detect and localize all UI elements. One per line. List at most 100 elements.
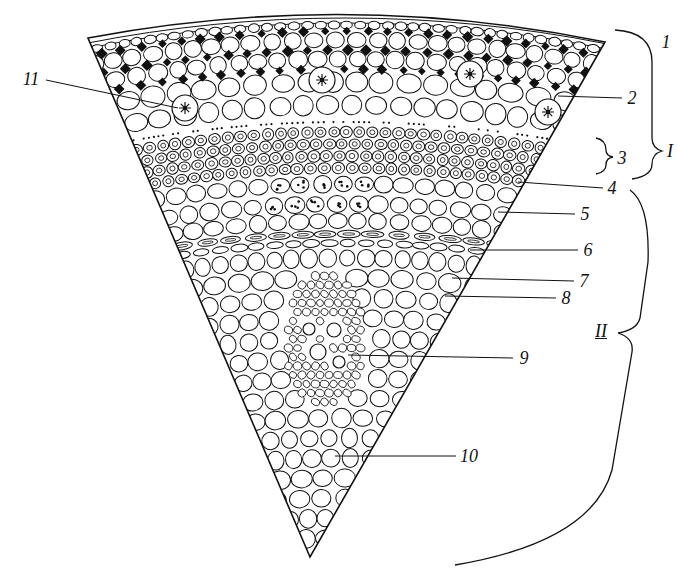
cell	[273, 155, 279, 160]
cell	[547, 159, 553, 164]
wall-thickening	[60, 56, 70, 66]
cell	[342, 281, 351, 288]
cell	[438, 273, 462, 294]
callout-number: 10	[459, 447, 479, 465]
granule	[281, 123, 283, 125]
cell	[160, 143, 165, 148]
cell	[329, 398, 338, 407]
crystal-star	[542, 106, 554, 118]
cell	[317, 509, 334, 527]
cell	[236, 146, 242, 151]
cell	[414, 232, 435, 241]
cell	[248, 54, 267, 70]
cell	[200, 170, 214, 183]
cell	[282, 152, 293, 164]
cell	[339, 142, 344, 146]
cell	[587, 43, 600, 53]
cell	[333, 280, 343, 291]
cell	[210, 149, 216, 154]
cell	[337, 154, 342, 159]
cell	[355, 21, 366, 29]
cell	[433, 24, 445, 33]
cell	[484, 102, 507, 126]
cell	[310, 344, 326, 360]
cell	[301, 360, 312, 371]
cell	[302, 307, 312, 317]
granule	[358, 121, 360, 123]
cell	[193, 248, 209, 257]
cell	[481, 149, 487, 154]
cell	[248, 179, 268, 196]
cell	[132, 159, 138, 165]
cell	[251, 133, 257, 138]
wall-thickening	[564, 65, 573, 74]
cell	[424, 165, 436, 177]
cell	[468, 247, 485, 255]
granule	[337, 202, 340, 205]
cell	[222, 160, 228, 165]
cell	[239, 333, 258, 352]
granule	[332, 121, 334, 123]
cell	[319, 271, 329, 280]
cell	[252, 372, 272, 391]
cell	[460, 100, 485, 122]
cell	[297, 233, 309, 236]
wall-thickening	[340, 65, 348, 73]
cell	[451, 144, 464, 155]
cell	[406, 52, 425, 70]
granule	[317, 205, 320, 208]
cell	[376, 166, 382, 171]
cell	[347, 33, 366, 48]
cell	[287, 410, 309, 429]
cell	[361, 151, 373, 161]
cell	[364, 154, 369, 159]
wall-thickening	[541, 42, 550, 51]
cell	[231, 243, 249, 252]
granule	[408, 123, 410, 125]
wall-thickening	[501, 35, 512, 46]
cell	[350, 370, 361, 381]
cell	[479, 173, 485, 179]
cell	[346, 324, 357, 335]
cell	[428, 252, 447, 272]
cell	[462, 237, 484, 246]
cell	[221, 200, 243, 219]
cell	[272, 74, 295, 93]
cell	[447, 134, 453, 140]
cell	[329, 127, 340, 137]
cell	[328, 270, 340, 282]
cell	[375, 250, 393, 267]
cell	[234, 131, 247, 143]
cell	[259, 311, 280, 331]
cell	[271, 371, 291, 389]
cell	[391, 270, 414, 289]
granule	[260, 124, 262, 126]
callout-number: 6	[583, 241, 594, 259]
cell	[127, 185, 133, 191]
cell	[400, 140, 412, 151]
cell	[290, 177, 309, 194]
cell	[305, 298, 316, 308]
cell	[440, 157, 445, 162]
callout-number: I	[666, 142, 674, 160]
cell	[323, 139, 336, 149]
cell	[117, 159, 130, 171]
cell	[194, 147, 207, 159]
crystal-star	[464, 68, 476, 80]
cell	[269, 152, 282, 164]
cell	[504, 164, 509, 170]
cell	[232, 143, 245, 154]
granule	[192, 130, 194, 132]
granule	[177, 132, 179, 134]
cell	[197, 238, 218, 248]
granule	[576, 143, 578, 145]
wall-thickening	[158, 39, 167, 48]
cell	[351, 335, 361, 343]
cell	[140, 183, 146, 188]
cell	[220, 36, 240, 54]
granule	[290, 205, 293, 208]
cell	[166, 162, 179, 175]
cell	[478, 161, 484, 166]
cell	[183, 152, 189, 158]
cell	[306, 280, 317, 291]
